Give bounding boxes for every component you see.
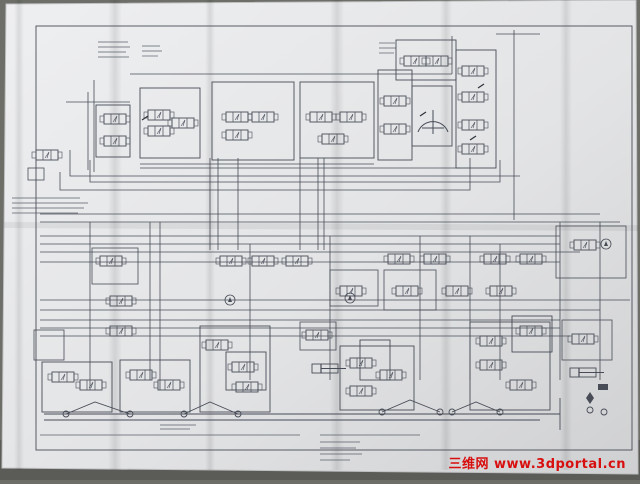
- watermark-text: 三维网 www.3dportal.cn: [448, 453, 626, 472]
